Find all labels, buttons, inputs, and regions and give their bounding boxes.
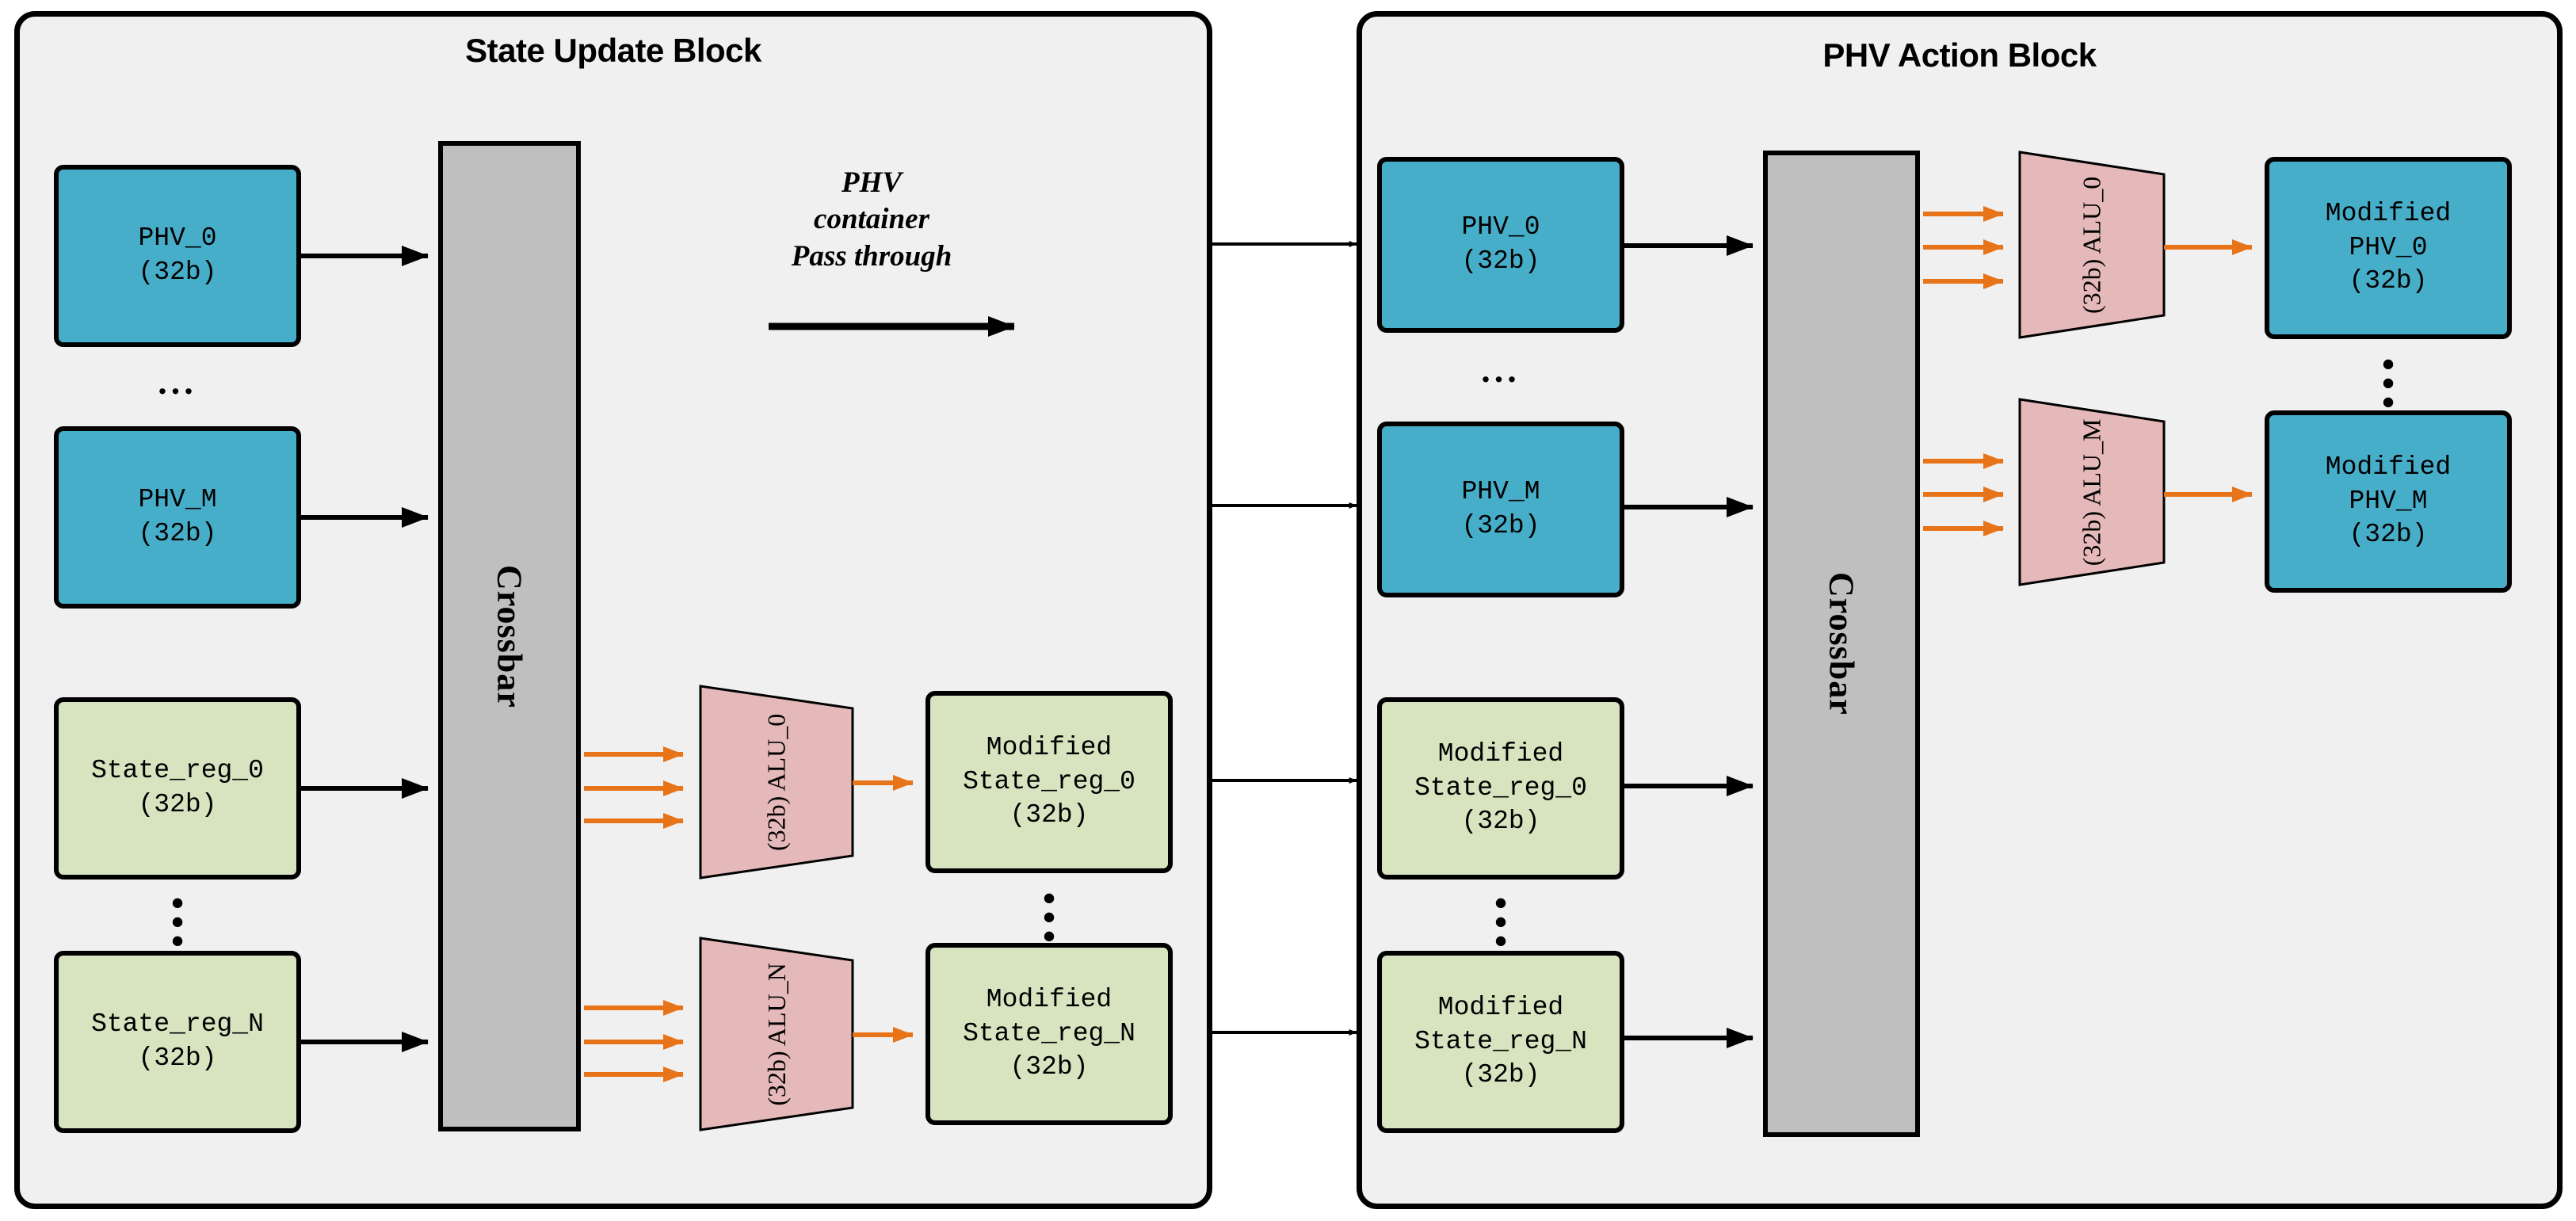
- phv-block-phv-0[interactable]: PHV_0 (32b): [1377, 157, 1624, 333]
- phv-block-modified-phv-m[interactable]: Modified PHV_M (32b): [2265, 410, 2512, 593]
- node-line1: Modified: [1437, 992, 1564, 1022]
- state-block-alu-0[interactable]: (32b) ALU_0: [697, 683, 856, 881]
- phv-block-crossbar[interactable]: Crossbar: [1763, 151, 1920, 1137]
- node-line2: PHV_0: [2349, 232, 2428, 262]
- state-update-block-title: State Update Block: [465, 32, 761, 69]
- node-line2: State_reg_0: [1414, 773, 1587, 803]
- node-line3: (32b): [2349, 520, 2428, 550]
- alu-trapezoid-shape: [699, 937, 854, 1131]
- node-line3: (32b): [1009, 800, 1089, 830]
- state-block-phv-0[interactable]: PHV_0 (32b): [54, 165, 301, 347]
- phv-block-modified-phv-0[interactable]: Modified PHV_0 (32b): [2265, 157, 2512, 339]
- crossbar-label: Crossbar: [490, 564, 529, 708]
- alu-trapezoid-shape: [699, 685, 854, 880]
- node-line1: PHV_0: [1461, 212, 1540, 242]
- state-block-modified-ellipsis: •••: [1042, 878, 1056, 956]
- state-block-state-reg-0[interactable]: State_reg_0 (32b): [54, 697, 301, 880]
- phv-action-block-title: PHV Action Block: [1822, 36, 2097, 74]
- node-line1: Modified: [986, 984, 1112, 1014]
- node-line2: (32b): [138, 790, 217, 819]
- node-line1: PHV_M: [1461, 477, 1540, 507]
- node-line3: (32b): [1461, 807, 1540, 837]
- node-line1: Modified: [2325, 198, 2452, 228]
- state-block-phv-m[interactable]: PHV_M (32b): [54, 426, 301, 609]
- alu-trapezoid-shape: [2018, 151, 2166, 339]
- inter-block-wires: [1212, 241, 1357, 1036]
- node-line1: Modified: [1437, 738, 1564, 769]
- node-line2: (32b): [138, 1044, 217, 1073]
- state-block-crossbar[interactable]: Crossbar: [438, 141, 581, 1131]
- node-line2: PHV_M: [2349, 486, 2428, 516]
- alu-trapezoid-shape: [2018, 398, 2166, 586]
- node-line2: (32b): [138, 519, 217, 548]
- node-line3: (32b): [2349, 266, 2428, 296]
- node-line2: State_reg_N: [1414, 1026, 1587, 1056]
- crossbar-label: Crossbar: [1822, 572, 1861, 715]
- node-line1: State_reg_0: [91, 756, 264, 786]
- node-line2: (32b): [138, 258, 217, 287]
- state-block-modified-state-reg-0[interactable]: Modified State_reg_0 (32b): [925, 691, 1173, 873]
- node-line3: (32b): [1009, 1052, 1089, 1082]
- state-block-phv-ellipsis: ...: [158, 361, 197, 402]
- node-line1: PHV_0: [138, 223, 217, 254]
- state-block-state-reg-ellipsis: •••: [170, 883, 185, 961]
- phv-block-modified-phv-ellipsis: •••: [2381, 344, 2395, 422]
- phv-passthrough-note: PHV container Pass through: [791, 166, 952, 273]
- phv-block-modified-state-reg-0[interactable]: Modified State_reg_0 (32b): [1377, 697, 1624, 880]
- state-block-alu-n[interactable]: (32b) ALU_N: [697, 935, 856, 1133]
- state-block-modified-state-reg-n[interactable]: Modified State_reg_N (32b): [925, 943, 1173, 1125]
- node-line1: PHV_M: [138, 485, 217, 515]
- phv-block-state-reg-ellipsis: •••: [1494, 883, 1508, 961]
- phv-block-modified-state-reg-n[interactable]: Modified State_reg_N (32b): [1377, 951, 1624, 1133]
- node-line2: (32b): [1461, 246, 1540, 276]
- node-line1: Modified: [2325, 452, 2452, 482]
- node-line2: State_reg_0: [963, 766, 1135, 796]
- node-line2: (32b): [1461, 511, 1540, 540]
- node-line1: State_reg_N: [91, 1009, 264, 1040]
- node-line1: Modified: [986, 732, 1112, 762]
- phv-block-alu-0[interactable]: (32b) ALU_0: [2017, 149, 2167, 341]
- node-line3: (32b): [1461, 1060, 1540, 1090]
- phv-block-phv-ellipsis: ...: [1481, 349, 1521, 390]
- state-block-state-reg-n[interactable]: State_reg_N (32b): [54, 951, 301, 1133]
- phv-block-phv-m[interactable]: PHV_M (32b): [1377, 422, 1624, 597]
- phv-block-alu-m[interactable]: (32b) ALU_M: [2017, 396, 2167, 588]
- node-line2: State_reg_N: [963, 1018, 1135, 1048]
